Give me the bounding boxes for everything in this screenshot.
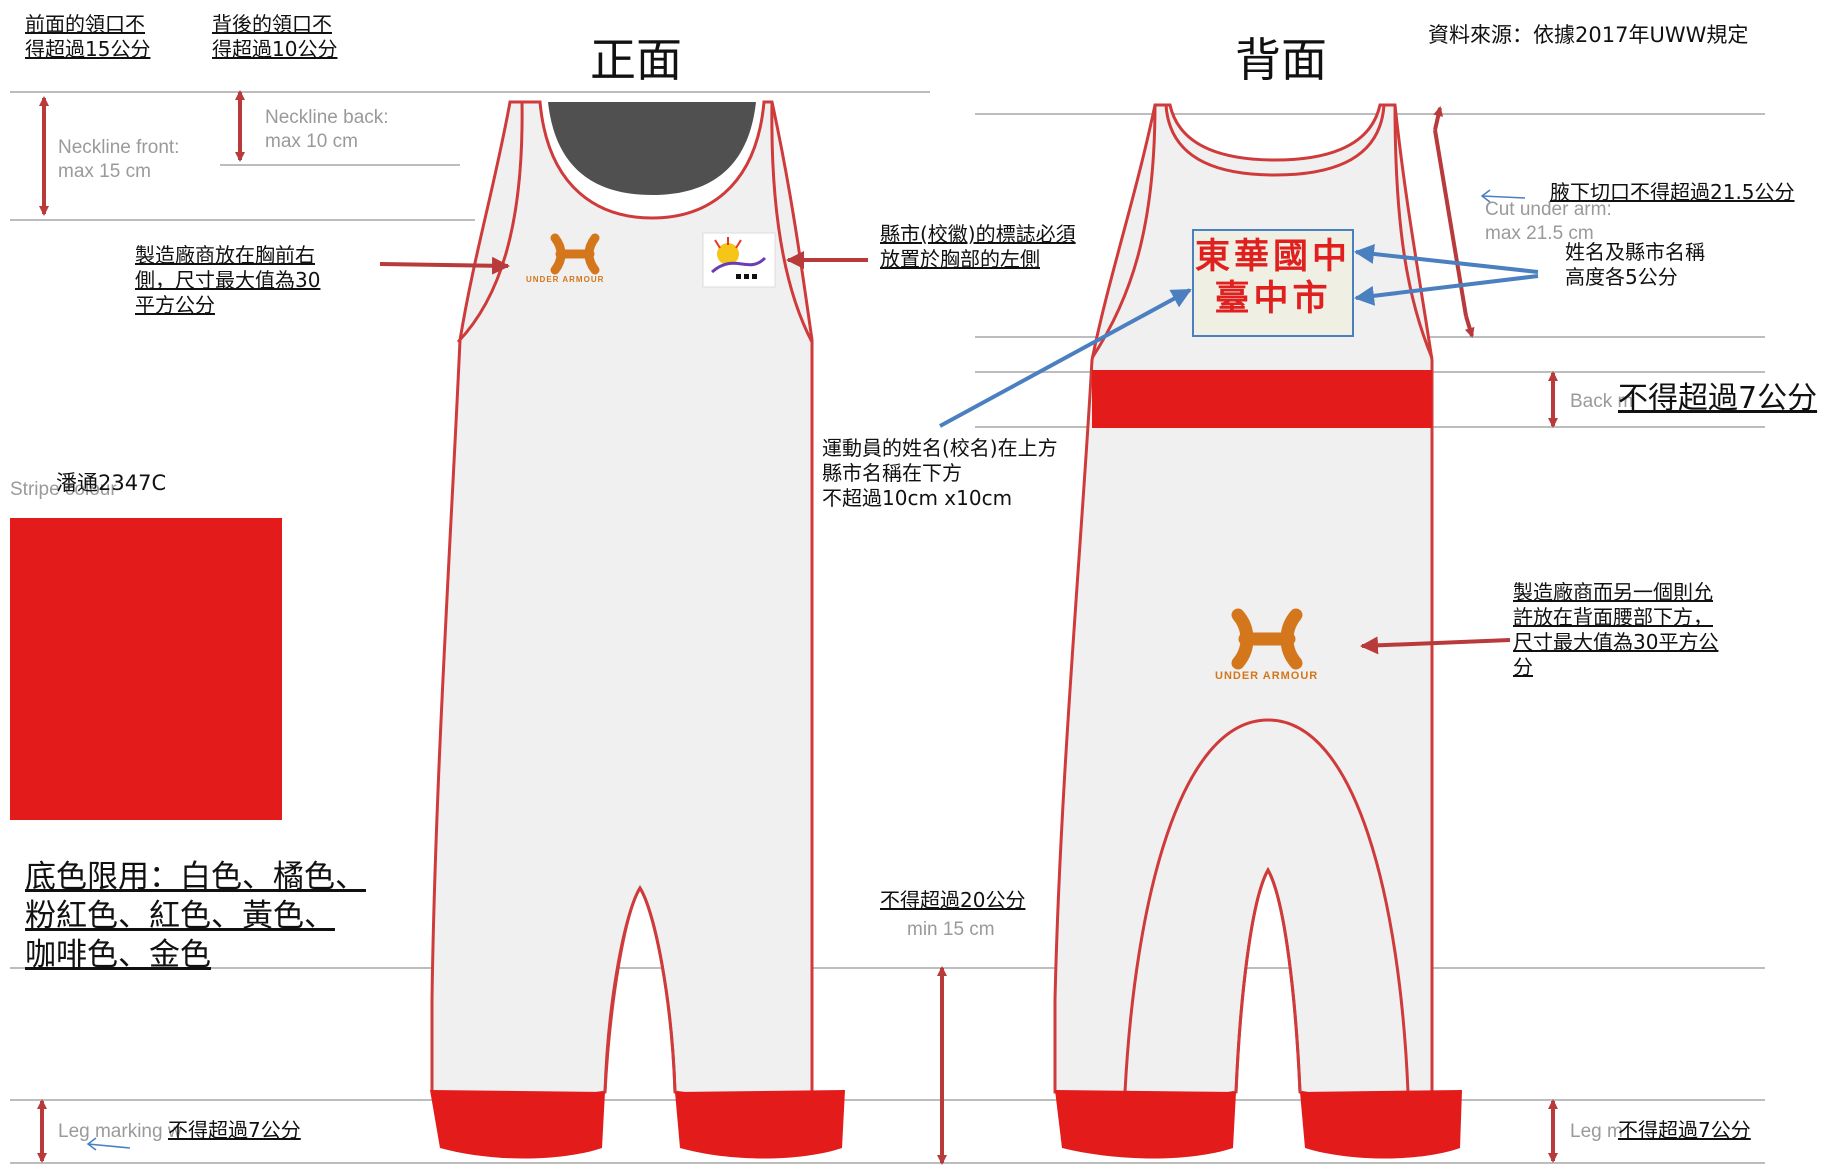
back-heading: 背面 xyxy=(1235,33,1327,87)
base-colors-rule: 底色限用：白色、橘色、 粉紅色、紅色、黃色、 咖啡色、金色 xyxy=(25,859,366,973)
neckline-front-note: Neckline front: max 15 cm xyxy=(58,137,180,182)
min-15-note: min 15 cm xyxy=(907,919,995,940)
neck-front-rule: 前面的領口不 得超過15公分 xyxy=(25,12,151,61)
stripe-colour-note: Stripe colour xyxy=(10,479,117,500)
leg-back-rule: 不得超過7公分 xyxy=(1618,1118,1751,1142)
neckline-back-note: Neckline back: max 10 cm xyxy=(265,107,389,152)
pantone-label: 潘通2347C xyxy=(56,471,167,495)
name-box-text: 東華國中 臺中市 xyxy=(1193,236,1353,320)
maker-back-rule: 製造廠商而另一個則允 許放在背面腰部下方， 尺寸最大值為30平方公 分 xyxy=(1513,580,1719,679)
school-name: 東華國中 xyxy=(1194,236,1351,277)
county-emblem-icon xyxy=(702,232,776,288)
back-stripe-rule: 不得超過7公分 xyxy=(1618,381,1818,416)
emblem-rule: 縣市(校徽)的標誌必須 放置於胸部的左側 xyxy=(880,222,1076,271)
neck-back-rule: 背後的領口不 得超過10公分 xyxy=(212,12,338,61)
brand-wordmark-front: UNDER ARMOUR xyxy=(526,275,605,284)
leg-min-rule: 不得超過20公分 xyxy=(880,888,1026,912)
pantone-swatch xyxy=(10,518,282,820)
maker-front-rule: 製造廠商放在胸前右 側，尺寸最大值為30 平方公分 xyxy=(135,243,321,317)
leg-marking-back-note: Leg m xyxy=(1570,1121,1623,1142)
name-box xyxy=(1192,229,1354,337)
athlete-name-rule: 運動員的姓名(校名)在上方 縣市名稱在下方 不超過10cm x10cm xyxy=(822,436,1058,510)
front-heading: 正面 xyxy=(590,33,682,87)
leg-marking-front-note: Leg marking w xyxy=(58,1121,182,1142)
brand-logo-back-icon xyxy=(1231,608,1303,670)
leg-front-rule: 不得超過7公分 xyxy=(168,1118,301,1142)
city-name: 臺中市 xyxy=(1214,278,1332,319)
armhole-rule: 腋下切口不得超過21.5公分 xyxy=(1550,180,1795,204)
brand-wordmark-back: UNDER ARMOUR xyxy=(1215,670,1319,682)
back-marking-note: Back m xyxy=(1570,391,1634,412)
brand-logo-icon xyxy=(550,233,600,275)
cut-under-arm-note: Cut under arm: max 21.5 cm xyxy=(1485,199,1612,244)
front-singlet xyxy=(430,100,845,1159)
source-note: 資料來源：依據2017年UWW規定 xyxy=(1428,23,1749,47)
back-singlet xyxy=(1053,103,1462,1159)
name-height-rule: 姓名及縣市名稱 高度各5公分 xyxy=(1565,240,1705,289)
